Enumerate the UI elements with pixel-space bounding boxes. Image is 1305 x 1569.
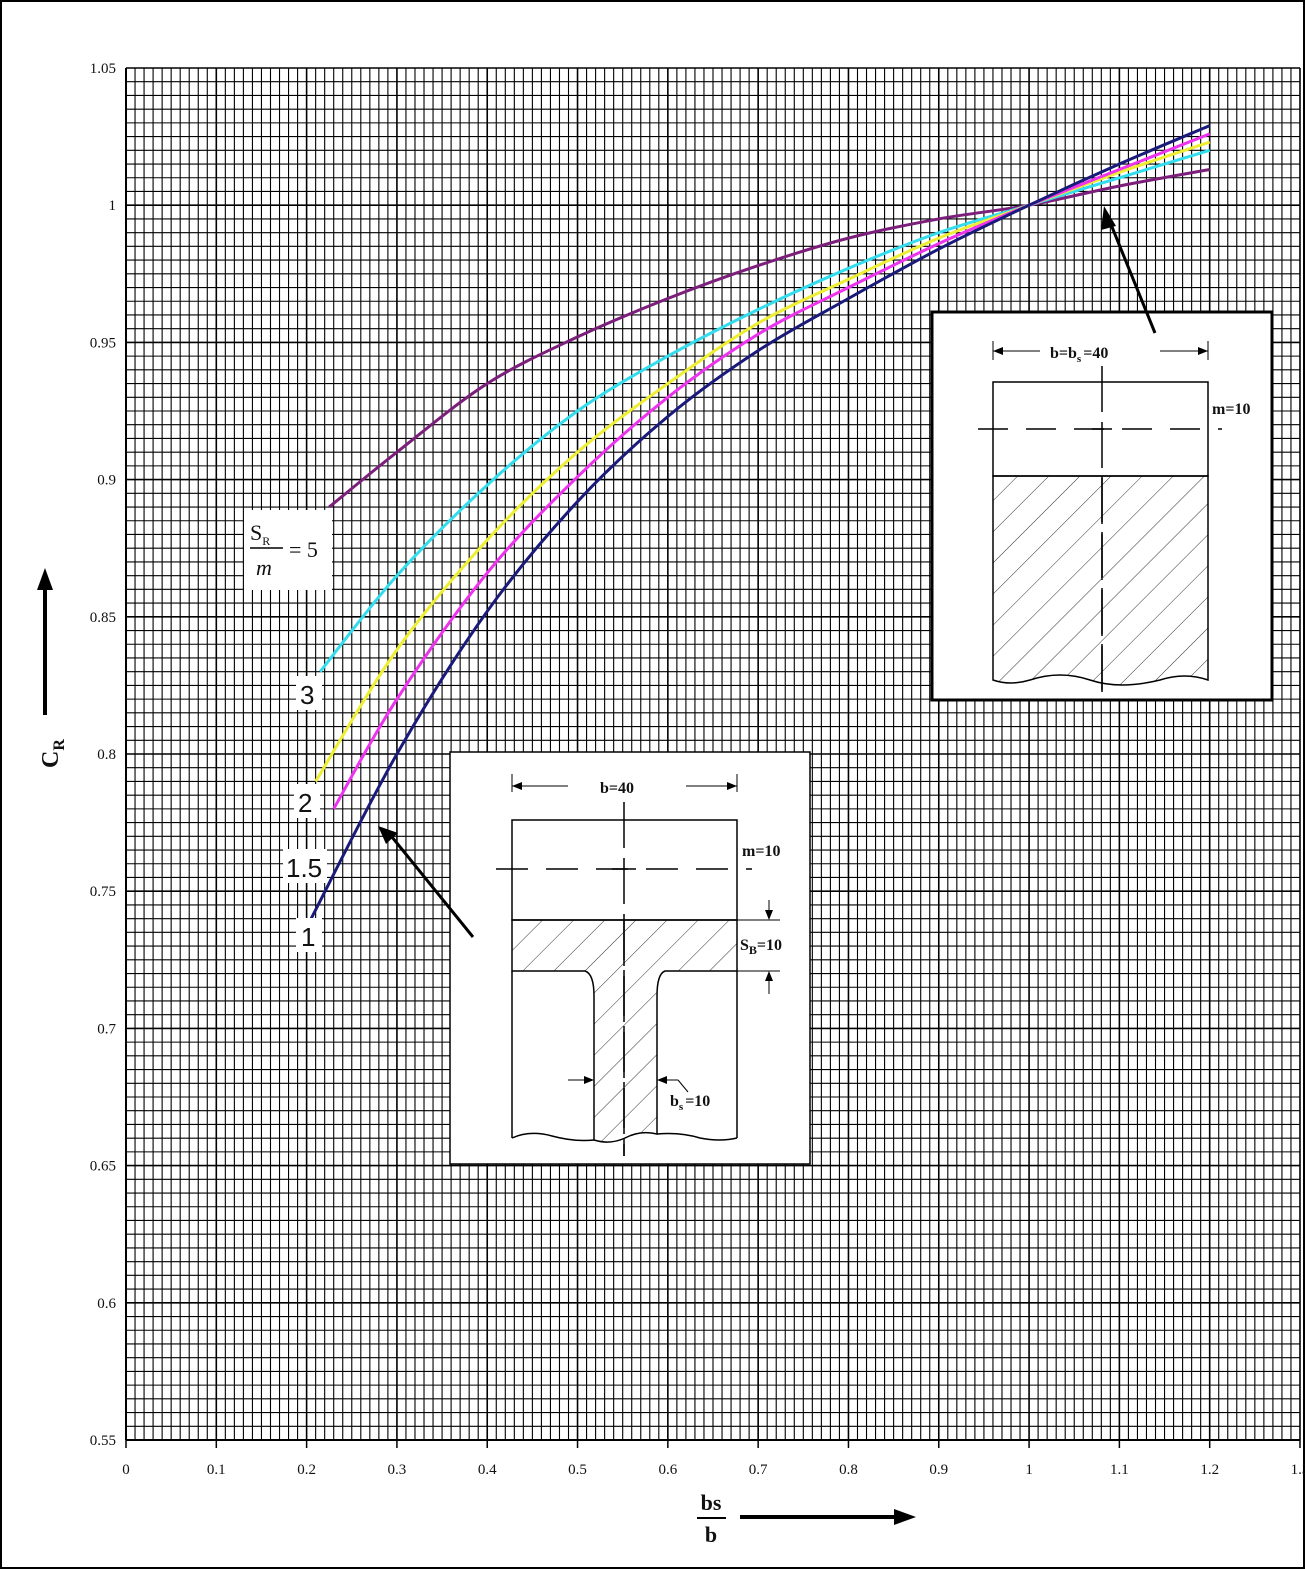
inset-bottom: b=40 m=10 SB=10 bs=10 [449,751,811,1165]
y-tick-label: 0.95 [90,335,116,351]
x-tick-label: 0.6 [658,1462,677,1478]
series-line-1 [309,124,1211,920]
curve-label-3: 3 [300,680,314,710]
y-tick-label: 0.75 [90,884,116,900]
tick-labels: 0 0.1 0.2 0.3 0.4 0.5 0.6 0.7 0.8 0.9 1 1.1 1.2 1.3 0.… [90,61,1305,1478]
legend-title-value: = 5 [289,537,318,562]
y-label-sub: R [51,739,68,751]
y-tick-label: 0.55 [90,1433,116,1449]
x-tick-label: 0.9 [929,1462,948,1478]
x-tick-label: 0.1 [207,1462,226,1478]
arrow-to-curves-right [1108,221,1157,334]
y-tick-label: 1.05 [90,61,116,77]
inset-bottom-sb-label: S [740,937,749,954]
x-tick-label: 0.8 [839,1462,858,1478]
x-label-denominator: b [705,1522,717,1547]
x-label-numerator: bs [701,1490,722,1515]
x-axis-label: bs b [697,1490,916,1547]
curve-label-1: 1 [301,922,315,952]
svg-text:b=bs=40: b=bs=40 [1050,345,1108,365]
grid [125,67,1301,1441]
legend-title-num-sub: R [262,534,270,548]
y-axis-label: CR [37,568,68,768]
inset-bottom-sb-sub: B [749,943,757,957]
legend-title-den: m [256,555,272,580]
arrow-to-curves-left [390,836,475,938]
curve-label-1-5: 1.5 [286,853,322,883]
curve-label-2: 2 [298,788,312,818]
x-axis-arrowhead [894,1509,916,1525]
y-tick-label: 0.8 [97,747,116,763]
y-tick-label: 0.65 [90,1159,116,1175]
inset-top-b-value: =40 [1083,345,1108,362]
x-tick-label: 0.7 [749,1462,768,1478]
x-tick-label: 1.2 [1200,1462,1219,1478]
svg-text:SR: SR [250,520,270,548]
x-tick-label: 0 [122,1462,130,1478]
inset-bottom-bs-label: b [670,1093,679,1110]
inset-bottom-bs-value: =10 [685,1093,710,1110]
x-tick-label: 0.5 [568,1462,587,1478]
inset-bottom-b-label: b=40 [600,780,634,797]
svg-text:SB=10: SB=10 [740,937,782,957]
y-axis-arrowhead [37,568,53,590]
legend-title-num: S [250,520,262,545]
inset-top-b-label: b=b [1050,345,1077,362]
series-line-5 [328,168,1210,509]
inset-bottom-m-label: m=10 [742,843,780,860]
y-tick-label: 0.6 [97,1296,116,1312]
x-tick-label: 0.3 [388,1462,407,1478]
inset-top-right: b=bs=40 m=10 [930,310,1274,702]
x-tick-label: 0.4 [478,1462,497,1478]
y-tick-label: 0.7 [97,1021,116,1037]
inset-bottom-sb-value: =10 [757,937,782,954]
data-curves [309,124,1211,920]
svg-text:bs=10: bs=10 [670,1093,710,1113]
inset-bottom-bs-sub: s [679,1101,684,1113]
x-tick-label: 1.3 [1291,1462,1305,1478]
x-tick-label: 1.1 [1110,1462,1129,1478]
inset-top-b-sub: s [1077,353,1082,365]
svg-text:CR: CR [38,739,68,768]
y-tick-label: 0.9 [97,473,116,489]
x-tick-label: 1 [1025,1462,1033,1478]
x-tick-label: 0.2 [297,1462,316,1478]
y-label-main: C [38,751,64,768]
pointer-arrows [378,206,1157,938]
y-tick-label: 1 [109,198,117,214]
curve-labels: 3 2 1.5 1 [283,676,327,952]
legend-title: SR m = 5 [244,510,332,590]
inset-top-m-label: m=10 [1212,401,1250,418]
y-tick-label: 0.85 [90,610,116,626]
